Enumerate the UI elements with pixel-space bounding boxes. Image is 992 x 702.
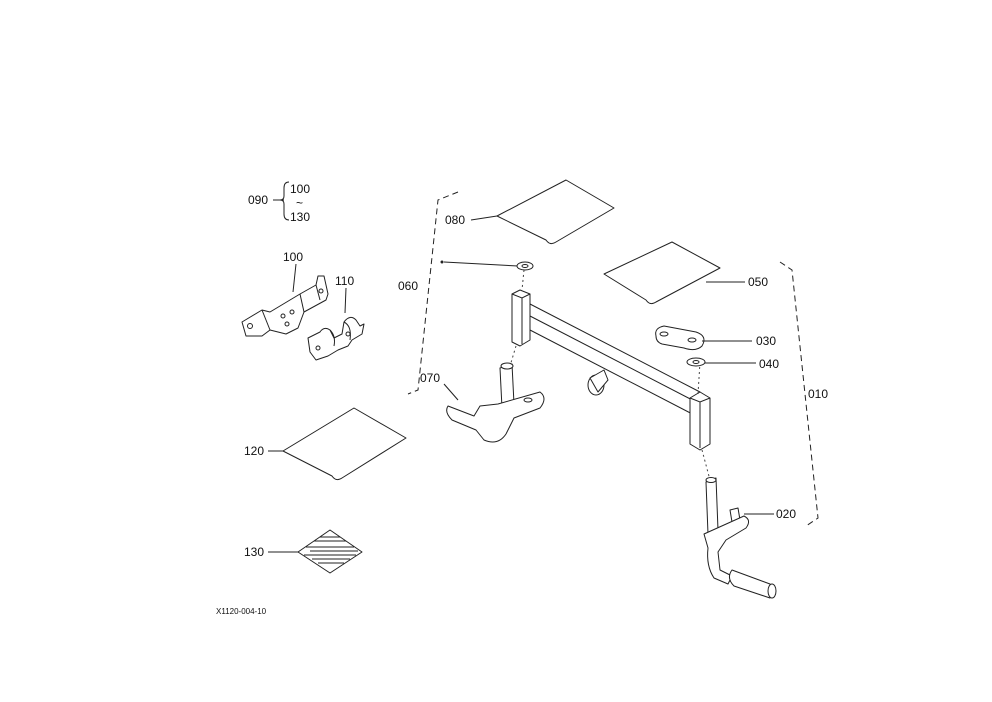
label-060: 060	[398, 279, 418, 293]
group-090-callout: 090 100 ~ 130	[248, 181, 310, 224]
label-020: 020	[776, 507, 796, 521]
part-110-clamp: 110	[307, 274, 365, 361]
label-090: 090	[248, 193, 268, 207]
label-120: 120	[244, 444, 264, 458]
grease-fitting	[440, 260, 534, 291]
part-080-decal: 080	[445, 179, 615, 245]
part-030-arm: 030	[655, 325, 776, 351]
part-100-bracket: 100	[241, 250, 329, 337]
part-050-decal: 050	[603, 241, 768, 305]
label-090-tilde: ~	[296, 196, 303, 210]
part-020-knuckle: 020	[701, 449, 796, 599]
label-090-from: 100	[290, 182, 310, 196]
label-010: 010	[808, 387, 828, 401]
label-040: 040	[759, 357, 779, 371]
figure-code: X1120-004-10	[216, 607, 267, 616]
label-050: 050	[748, 275, 768, 289]
part-040-washer: 040	[686, 357, 779, 371]
label-030: 030	[756, 334, 776, 348]
group-010-bracket: 010	[779, 261, 828, 527]
label-110: 110	[335, 274, 354, 288]
label-090-to: 130	[290, 210, 310, 224]
label-130: 130	[244, 545, 264, 559]
group-060-bracket: 060	[398, 191, 459, 395]
part-120-decal: 120	[244, 407, 407, 481]
label-070: 070	[420, 371, 440, 385]
part-130-decal: 130	[244, 529, 363, 574]
label-080: 080	[445, 213, 465, 227]
part-070-knuckle: 070	[420, 345, 545, 443]
front-axle-beam	[511, 289, 711, 451]
label-100: 100	[283, 250, 303, 264]
